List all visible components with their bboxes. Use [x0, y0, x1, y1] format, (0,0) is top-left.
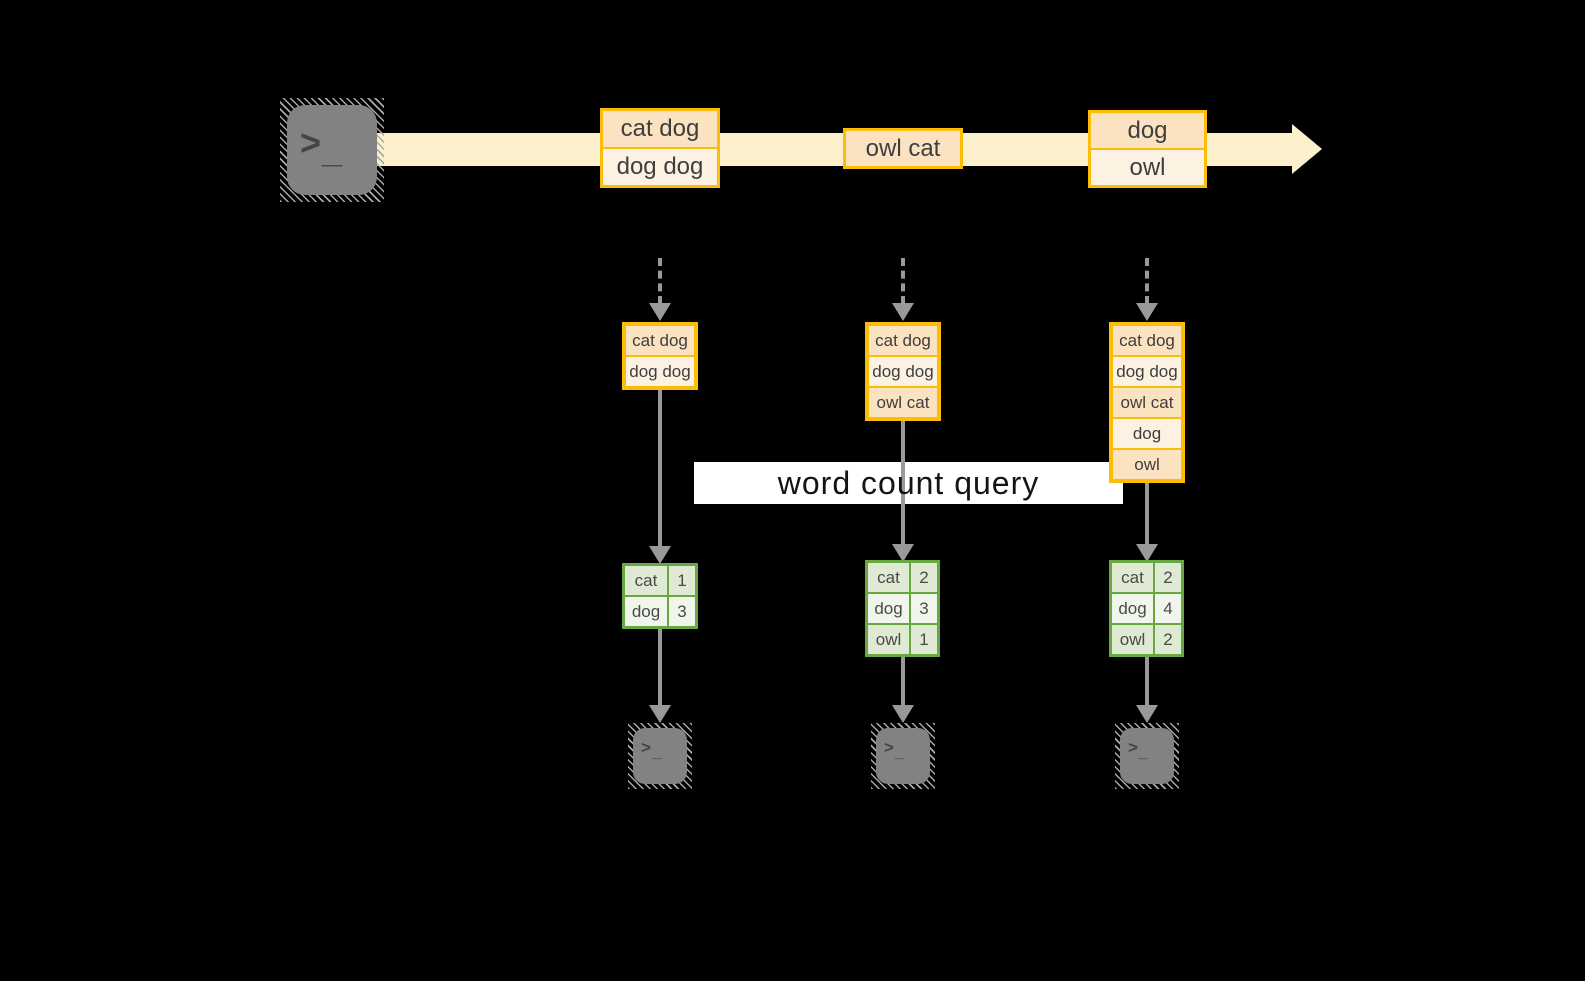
terminal-sink-icon-3: > _	[1115, 723, 1179, 789]
word-cell: cat	[868, 563, 909, 592]
stream-to-buffer-arrow-2	[901, 258, 905, 304]
word-cell: owl	[868, 625, 909, 654]
terminal-screen: > _	[287, 105, 377, 195]
buffer-row: owl cat	[1113, 388, 1181, 417]
table-to-sink-arrow-1	[658, 629, 662, 705]
word-cell: cat	[1112, 563, 1153, 592]
word-cell: cat	[625, 566, 667, 595]
arrowhead-down-icon	[649, 705, 671, 723]
stream-to-buffer-arrow-3	[1145, 258, 1149, 304]
count-table-2: cat 2 dog 3 owl 1	[865, 560, 940, 657]
count-cell: 1	[669, 566, 695, 595]
count-table-3: cat 2 dog 4 owl 2	[1109, 560, 1184, 657]
terminal-prompt-icon: > _	[633, 728, 661, 760]
message-line: owl cat	[846, 131, 960, 166]
buffer-row: cat dog	[869, 326, 937, 355]
prompt-chevron: >	[884, 738, 894, 757]
terminal-screen: > _	[1120, 728, 1174, 784]
buffer-row: dog	[1113, 419, 1181, 448]
buffer-row: cat dog	[626, 326, 694, 355]
count-table-1: cat 1 dog 3	[622, 563, 698, 629]
query-banner	[694, 462, 1123, 504]
arrowhead-down-icon	[1136, 303, 1158, 321]
message-line: dog	[1091, 113, 1204, 148]
buffer-stack-2: cat dog dog dog owl cat	[865, 322, 941, 421]
buffer-stack-3: cat dog dog dog owl cat dog owl	[1109, 322, 1185, 483]
message-line: owl	[1091, 150, 1204, 185]
prompt-cursor: _	[894, 742, 905, 761]
stream-message-2: owl cat	[843, 128, 963, 169]
message-line: cat dog	[603, 111, 717, 147]
word-cell: dog	[625, 597, 667, 626]
prompt-cursor: _	[651, 742, 662, 761]
count-cell: 3	[911, 594, 937, 623]
arrowhead-down-icon	[1136, 544, 1158, 562]
count-cell: 2	[1155, 625, 1181, 654]
stream-to-buffer-arrow-1	[658, 258, 662, 304]
arrowhead-down-icon	[892, 303, 914, 321]
count-cell: 3	[669, 597, 695, 626]
terminal-prompt-icon: > _	[1120, 728, 1148, 760]
count-cell: 1	[911, 625, 937, 654]
query-banner-label: word count query	[777, 464, 1040, 501]
arrowhead-down-icon	[649, 546, 671, 564]
word-cell: dog	[1112, 594, 1153, 623]
prompt-cursor: _	[1138, 742, 1149, 761]
terminal-prompt-icon: > _	[287, 105, 342, 168]
prompt-chevron: >	[641, 738, 651, 757]
stream-message-1: cat dog dog dog	[600, 108, 720, 188]
prompt-chevron: >	[300, 122, 322, 163]
arrowhead-down-icon	[892, 705, 914, 723]
prompt-chevron: >	[1128, 738, 1138, 757]
terminal-sink-icon-1: > _	[628, 723, 692, 789]
terminal-screen: > _	[633, 728, 687, 784]
table-to-sink-arrow-3	[1145, 657, 1149, 705]
arrowhead-down-icon	[649, 303, 671, 321]
stream-arrowhead-icon	[1292, 124, 1322, 174]
buffer-row: owl	[1113, 450, 1181, 479]
terminal-screen: > _	[876, 728, 930, 784]
message-line: dog dog	[603, 149, 717, 185]
terminal-source-icon: > _	[280, 98, 384, 202]
arrowhead-down-icon	[892, 544, 914, 562]
buffer-stack-1: cat dog dog dog	[622, 322, 698, 390]
buffer-row: cat dog	[1113, 326, 1181, 355]
table-to-sink-arrow-2	[901, 657, 905, 705]
terminal-prompt-icon: > _	[876, 728, 904, 760]
count-cell: 2	[911, 563, 937, 592]
arrowhead-down-icon	[1136, 705, 1158, 723]
word-cell: dog	[868, 594, 909, 623]
buffer-row: dog dog	[626, 357, 694, 386]
buffer-to-table-arrow-3	[1145, 481, 1149, 544]
prompt-cursor: _	[322, 129, 343, 170]
count-cell: 2	[1155, 563, 1181, 592]
buffer-row: dog dog	[1113, 357, 1181, 386]
terminal-sink-icon-2: > _	[871, 723, 935, 789]
buffer-row: dog dog	[869, 357, 937, 386]
word-cell: owl	[1112, 625, 1153, 654]
buffer-to-table-arrow-1	[658, 388, 662, 546]
stream-message-3: dog owl	[1088, 110, 1207, 188]
buffer-to-table-arrow-2	[901, 419, 905, 544]
count-cell: 4	[1155, 594, 1181, 623]
buffer-row: owl cat	[869, 388, 937, 417]
